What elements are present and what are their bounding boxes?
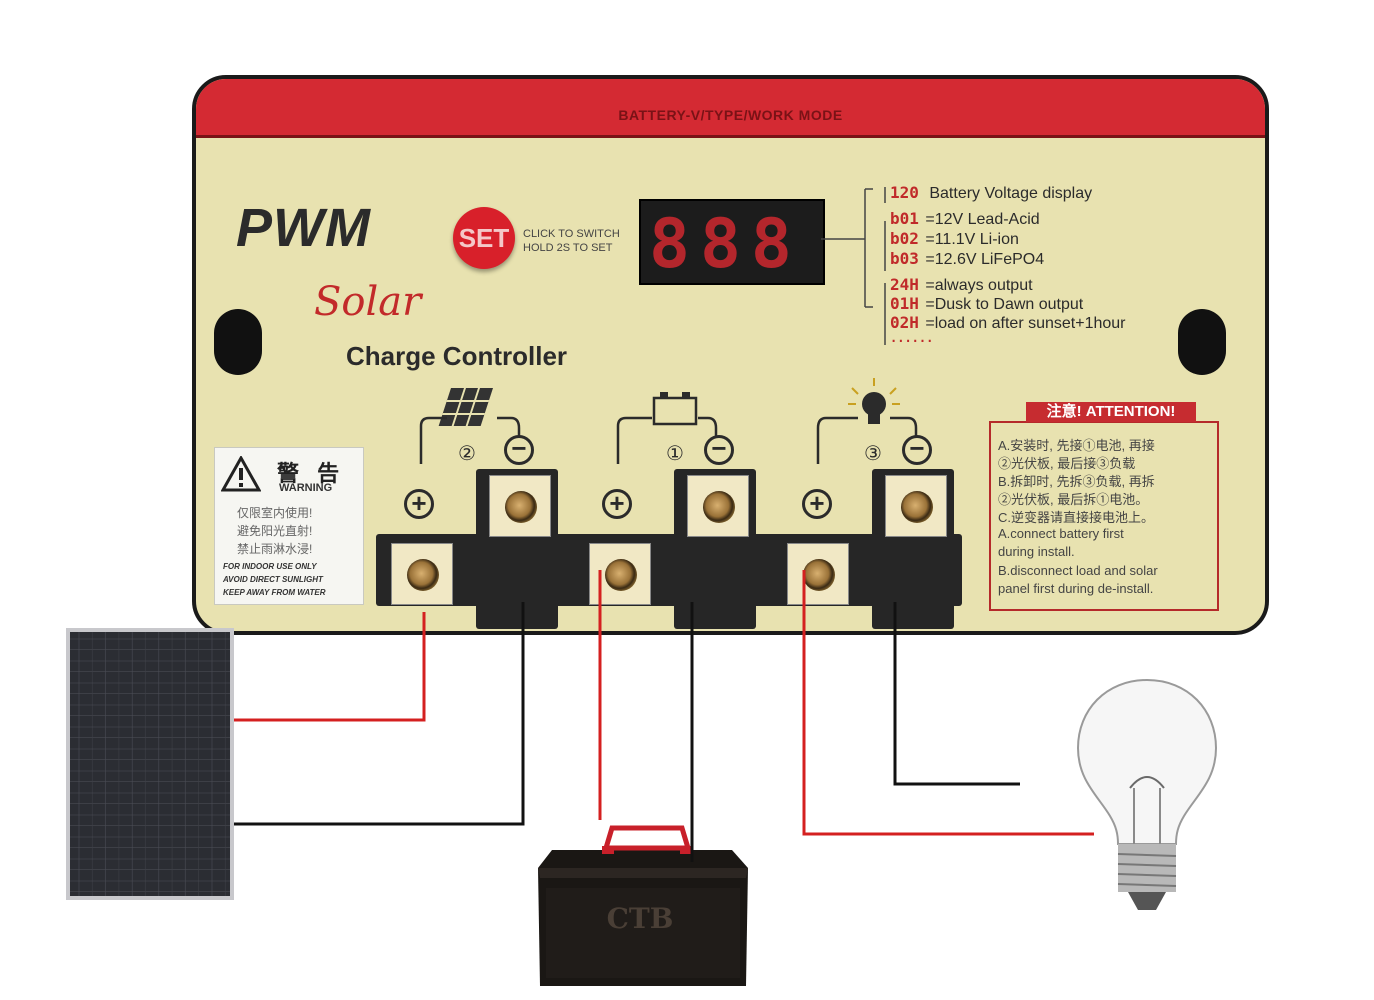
- mode-code: b03: [890, 249, 919, 268]
- battery-terminal-diagram: [616, 392, 718, 464]
- mode-text: =12.6V LiFePO4: [925, 251, 1045, 268]
- attention-line: ②光伏板, 最后接③负载: [998, 456, 1136, 471]
- screw-icon: [803, 559, 835, 591]
- terminal-block-base: [376, 534, 962, 606]
- solar-terminal-number: ②: [458, 443, 476, 465]
- mode-row-1: b01 =12V Lead-Acid: [890, 209, 1040, 229]
- warning-title: 警 告: [277, 461, 346, 486]
- light-bulb-image: [1076, 678, 1218, 910]
- mode-code: b01: [890, 209, 919, 228]
- mode-code: 02H: [890, 313, 919, 332]
- mode-text: =load on after sunset+1hour: [925, 315, 1126, 332]
- warning-label: 警 告 WARNING 仅限室内使用! 避免阳光直射! 禁止雨淋水浸! FOR …: [214, 447, 364, 605]
- battery-negative-terminal: [687, 475, 749, 537]
- mode-code: 01H: [890, 294, 919, 313]
- screw-icon: [407, 559, 439, 591]
- battery-image: CTB: [538, 825, 748, 986]
- solar-plus-symbol: +: [404, 489, 434, 519]
- mounting-hole-left: [214, 309, 262, 375]
- brand-pwm: PWM: [236, 198, 371, 258]
- warning-en-1: FOR INDOOR USE ONLY: [223, 562, 317, 571]
- load-negative-terminal: [885, 475, 947, 537]
- solar-terminal-diagram: [419, 388, 521, 464]
- attention-line: C.逆变器请直接接电池上。: [998, 510, 1155, 525]
- load-minus-symbol: −: [902, 435, 932, 465]
- warning-triangle-icon: [221, 456, 261, 492]
- warning-cn-1: 仅限室内使用!: [237, 506, 313, 520]
- warning-title-en: WARNING: [279, 482, 333, 494]
- load-terminal-number: ③: [864, 443, 882, 465]
- attention-line: ②光伏板, 最后拆①电池。: [998, 492, 1149, 507]
- battery-plus-symbol: +: [602, 489, 632, 519]
- screw-icon: [901, 491, 933, 523]
- mode-code: 120: [890, 183, 919, 202]
- mode-code: ......: [890, 331, 934, 345]
- screw-icon: [605, 559, 637, 591]
- solar-positive-wire: [234, 612, 426, 722]
- load-positive-terminal: [787, 543, 849, 605]
- screw-icon: [703, 491, 735, 523]
- mode-code: 24H: [890, 275, 919, 294]
- warning-cn-2: 避免阳光直射!: [237, 524, 313, 538]
- led-display-value: 888: [649, 205, 802, 284]
- attention-line: B.拆卸时, 先拆③负载, 再拆: [998, 474, 1155, 489]
- mode-text: =always output: [925, 277, 1033, 294]
- led-display: 888: [639, 199, 825, 285]
- attention-line: A.安装时, 先接①电池, 再接: [998, 438, 1155, 453]
- attention-line: A.connect battery first: [998, 526, 1124, 541]
- mode-row-5: 01H =Dusk to Dawn output: [890, 294, 1083, 314]
- battery-minus-symbol: −: [704, 435, 734, 465]
- charge-controller: BATTERY-V/TYPE/WORK MODE PWM Solar Charg…: [192, 75, 1269, 635]
- mounting-hole-right: [1178, 309, 1226, 375]
- mode-row-4: 24H =always output: [890, 275, 1033, 295]
- mode-row-2: b02 =11.1V Li-ion: [890, 229, 1019, 249]
- attention-box: [989, 421, 1219, 611]
- load-terminal-diagram: [816, 378, 918, 464]
- mode-code: b02: [890, 229, 919, 248]
- warning-cn-3: 禁止雨淋水浸!: [237, 542, 313, 556]
- load-negative-wire: [893, 602, 1020, 786]
- mode-text: Battery Voltage display: [929, 185, 1093, 202]
- set-hint-2: HOLD 2S TO SET: [523, 242, 613, 254]
- solar-positive-terminal: [391, 543, 453, 605]
- product-charge-controller: Charge Controller: [346, 341, 568, 371]
- attention-line: B.disconnect load and solar: [998, 563, 1158, 578]
- mode-text: =Dusk to Dawn output: [925, 296, 1084, 313]
- mode-text: =12V Lead-Acid: [925, 211, 1040, 228]
- mode-row-6: 02H =load on after sunset+1hour: [890, 313, 1126, 333]
- load-positive-wire: [802, 570, 1094, 836]
- attention-title: 注意! ATTENTION!: [1026, 402, 1196, 422]
- set-hint-1: CLICK TO SWITCH: [523, 228, 620, 240]
- mode-row-0: 120 Battery Voltage display: [890, 183, 1092, 203]
- load-plus-symbol: +: [802, 489, 832, 519]
- solar-panel-image: [66, 628, 234, 900]
- attention-line: during install.: [998, 544, 1075, 559]
- battery-brand-label: CTB: [607, 902, 674, 935]
- solar-negative-terminal: [489, 475, 551, 537]
- band-title: BATTERY-V/TYPE/WORK MODE: [618, 107, 843, 123]
- mode-text: =11.1V Li-ion: [925, 231, 1019, 248]
- mode-row-3: b03 =12.6V LiFePO4: [890, 249, 1044, 269]
- mode-row-7: ......: [890, 329, 933, 347]
- set-button[interactable]: SET: [453, 207, 515, 269]
- product-solar: Solar: [314, 279, 422, 325]
- screw-icon: [505, 491, 537, 523]
- warning-en-3: KEEP AWAY FROM WATER: [223, 588, 326, 597]
- warning-en-2: AVOID DIRECT SUNLIGHT: [223, 575, 323, 584]
- solar-negative-wire: [234, 602, 525, 826]
- battery-terminal-number: ①: [666, 443, 684, 465]
- mode-bracket: [821, 187, 886, 345]
- solar-minus-symbol: −: [504, 435, 534, 465]
- top-red-band: [196, 79, 1265, 138]
- attention-line: panel first during de-install.: [998, 581, 1154, 596]
